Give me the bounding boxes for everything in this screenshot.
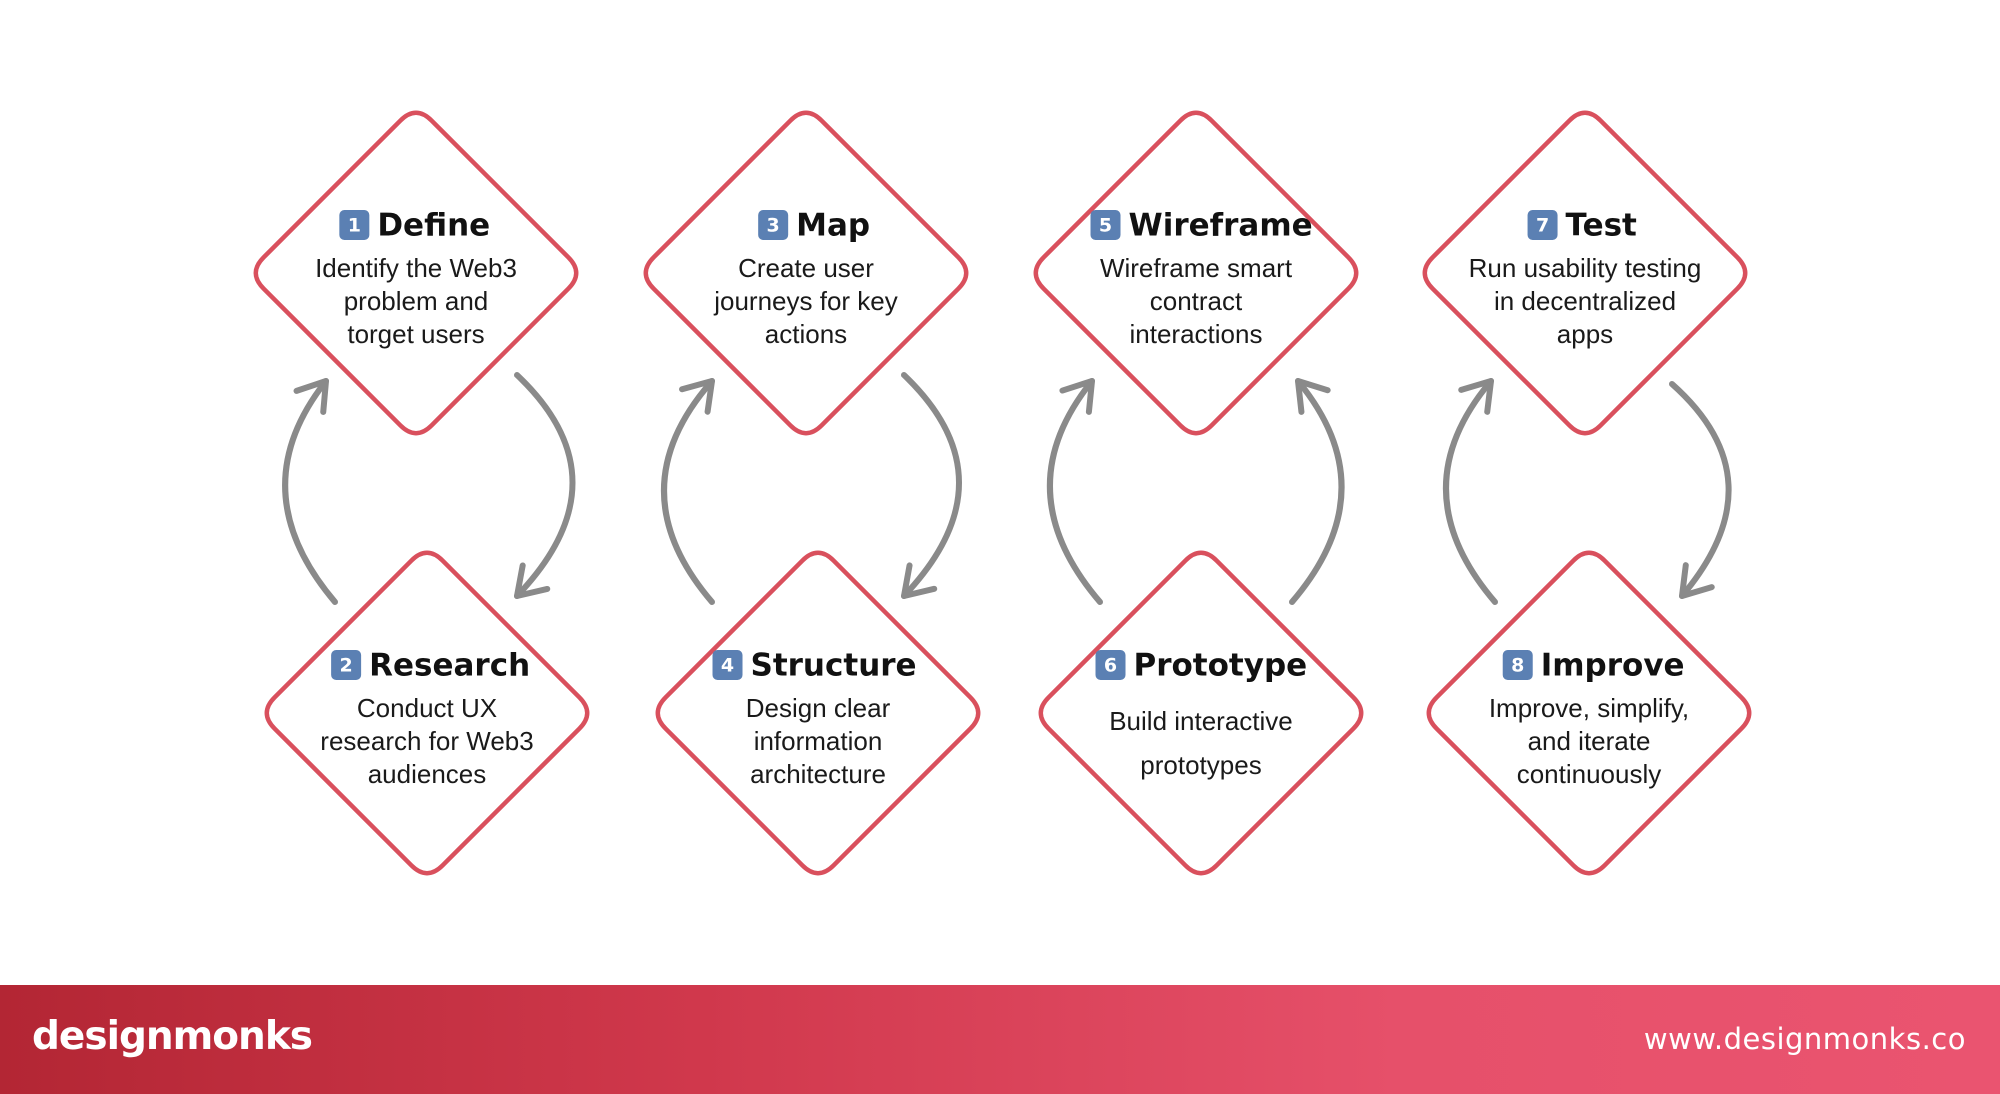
step-description-line: Design clear <box>746 693 891 723</box>
arrows-layer <box>282 372 1732 605</box>
arrow-1-to-2-head <box>514 562 551 599</box>
step-description-line: prototypes <box>1140 750 1261 780</box>
arrow-2-to-1 <box>282 378 338 605</box>
arrow-6-to-7 <box>1289 378 1345 605</box>
step-description-line: continuously <box>1517 759 1662 789</box>
step-number-badge <box>1527 210 1558 240</box>
step-number: 8 <box>1511 655 1524 677</box>
step-number: 2 <box>340 655 353 677</box>
step-description-line: Create user <box>738 253 874 283</box>
step-title: Define <box>377 208 490 244</box>
step-number: 1 <box>348 215 361 237</box>
step-description-line: architecture <box>750 759 886 789</box>
step-title: Research <box>369 648 530 684</box>
step-diamond <box>655 550 981 876</box>
step-number-badge <box>1502 650 1533 680</box>
step-diamond <box>264 550 590 876</box>
arrow-8-to-7-head <box>1458 378 1494 415</box>
arrow-8-to-7 <box>1443 378 1498 605</box>
website-link[interactable]: www.designmonks.co <box>1643 1022 1966 1056</box>
arrow-6-to-5-head <box>1059 378 1095 415</box>
arrow-1-to-2 <box>514 372 576 599</box>
arrow-6-to-7-head <box>1295 378 1331 415</box>
step-title: Improve <box>1541 648 1685 684</box>
step-number-badge <box>1095 650 1126 680</box>
step-diamond <box>253 110 579 436</box>
step-description-line: in decentralized <box>1494 286 1676 316</box>
step-diamond <box>1426 550 1752 876</box>
step-description-line: problem and <box>344 286 489 316</box>
step-number: 3 <box>767 215 780 237</box>
step-number: 6 <box>1104 655 1117 677</box>
step-description-line: contract <box>1150 286 1243 316</box>
step-title: Prototype <box>1134 648 1308 684</box>
step-diamond <box>1038 550 1364 876</box>
step-description-line: audiences <box>368 759 487 789</box>
step-diamond <box>1422 110 1748 436</box>
step-number-badge <box>712 650 743 680</box>
arrow-4-to-3 <box>661 378 715 605</box>
arrow-4-to-3-head <box>679 378 715 415</box>
step-description-line: research for Web3 <box>320 726 533 756</box>
step-title: Structure <box>751 648 917 684</box>
step-description-line: Run usability testing <box>1469 253 1702 283</box>
step-diamond <box>643 110 969 436</box>
step-title: Test <box>1566 208 1638 244</box>
step-description-line: Improve, simplify, <box>1489 693 1689 723</box>
footer-banner: designmonks www.designmonks.co <box>0 985 2000 1094</box>
step-description-line: Identify the Web3 <box>315 253 517 283</box>
step-description-line: journeys for key <box>713 286 898 316</box>
arrow-2-to-1-head <box>293 378 329 415</box>
step-title: Map <box>796 208 870 244</box>
step-number-badge <box>758 210 789 240</box>
step-diamond <box>1033 110 1359 436</box>
step-number-badge <box>1090 210 1121 240</box>
arrow-7-to-8-head <box>1679 562 1715 599</box>
step-description-line: apps <box>1557 319 1613 349</box>
step-number: 7 <box>1536 215 1549 237</box>
step-number: 5 <box>1099 215 1112 237</box>
step-number-badge <box>331 650 362 680</box>
step-description-line: torget users <box>347 319 484 349</box>
step-title: Wireframe <box>1129 208 1313 244</box>
step-number: 4 <box>721 655 734 677</box>
step-number-badge <box>339 210 370 240</box>
step-description-line: Build interactive <box>1109 706 1293 736</box>
arrow-7-to-8 <box>1669 381 1732 599</box>
brand-logo: designmonks <box>32 1014 313 1059</box>
step-description-line: interactions <box>1130 319 1263 349</box>
step-description-line: Wireframe smart <box>1100 253 1293 283</box>
arrow-3-to-4-head <box>901 562 938 599</box>
arrow-3-to-4 <box>901 372 962 599</box>
step-description-line: information <box>754 726 883 756</box>
step-description-line: Conduct UX <box>357 693 497 723</box>
step-description-line: actions <box>765 319 847 349</box>
arrow-6-to-5 <box>1046 378 1103 605</box>
step-description-line: and iterate <box>1528 726 1651 756</box>
